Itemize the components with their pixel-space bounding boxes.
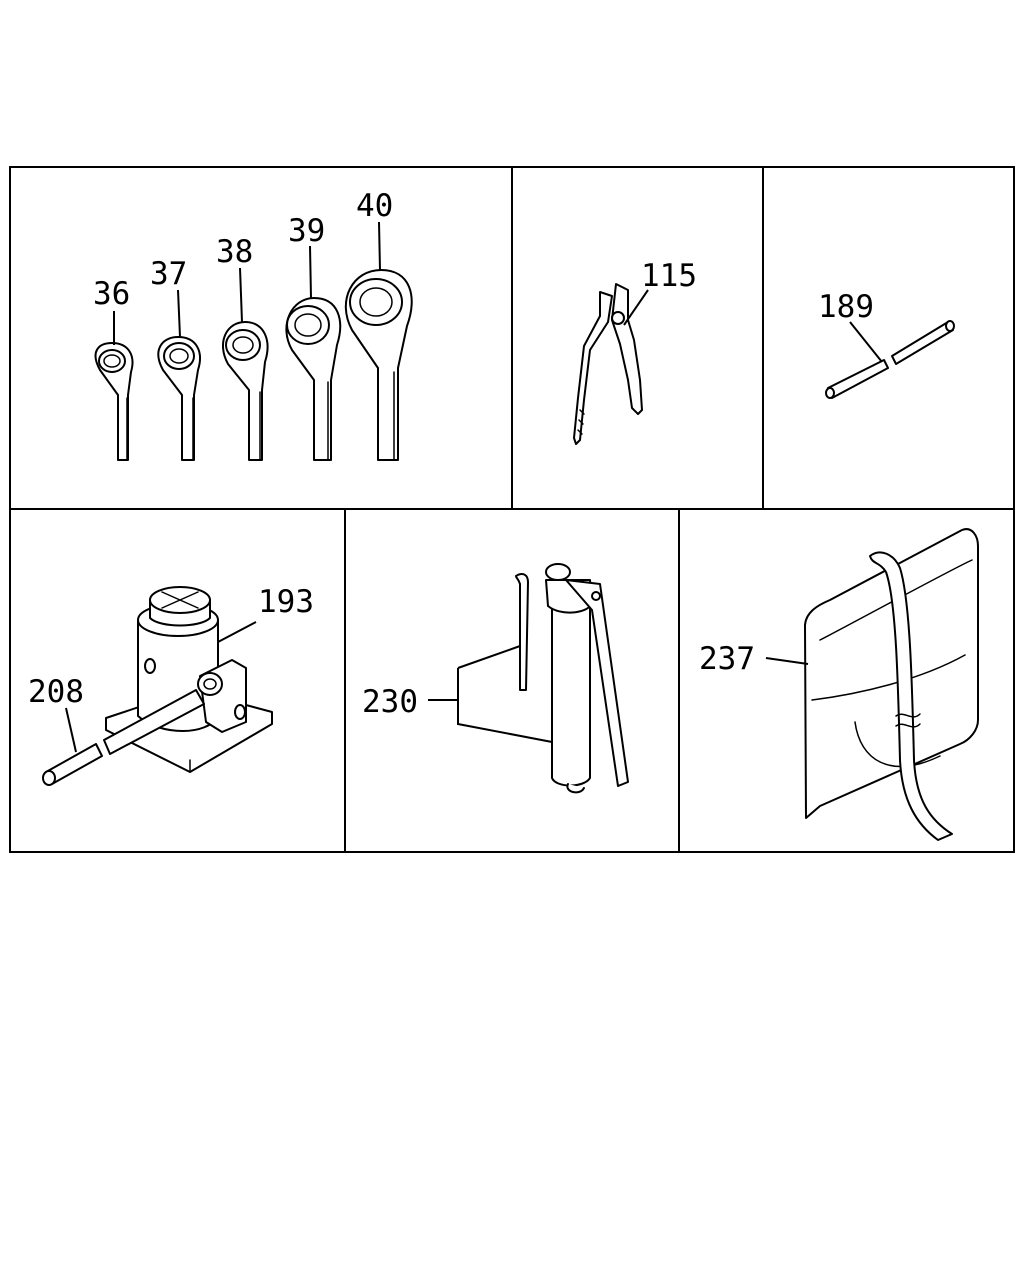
callout-189: 189: [818, 289, 874, 325]
wrench-38[interactable]: [222, 321, 269, 461]
callout-208: 208: [28, 674, 84, 710]
callout-40: 40: [356, 188, 393, 224]
tool-bag[interactable]: [804, 528, 979, 841]
bottle-jack[interactable]: [105, 586, 273, 773]
callout-237: 237: [699, 641, 755, 677]
callout-38: 38: [216, 234, 253, 270]
jack-handle[interactable]: [42, 689, 205, 786]
callout-37: 37: [150, 256, 187, 292]
tube-pair[interactable]: [825, 320, 955, 399]
wrench-40[interactable]: [344, 269, 413, 461]
pliers[interactable]: [573, 283, 643, 445]
callout-230: 230: [362, 684, 418, 720]
wrench-36[interactable]: [94, 342, 134, 461]
callout-39: 39: [288, 213, 325, 249]
panel-grid: [9, 166, 1015, 853]
callout-193: 193: [258, 584, 314, 620]
callout-36: 36: [93, 276, 130, 312]
wrench-39[interactable]: [285, 297, 342, 461]
wrench-37[interactable]: [157, 336, 201, 461]
grease-gun[interactable]: [457, 563, 629, 794]
callout-115: 115: [641, 258, 697, 294]
